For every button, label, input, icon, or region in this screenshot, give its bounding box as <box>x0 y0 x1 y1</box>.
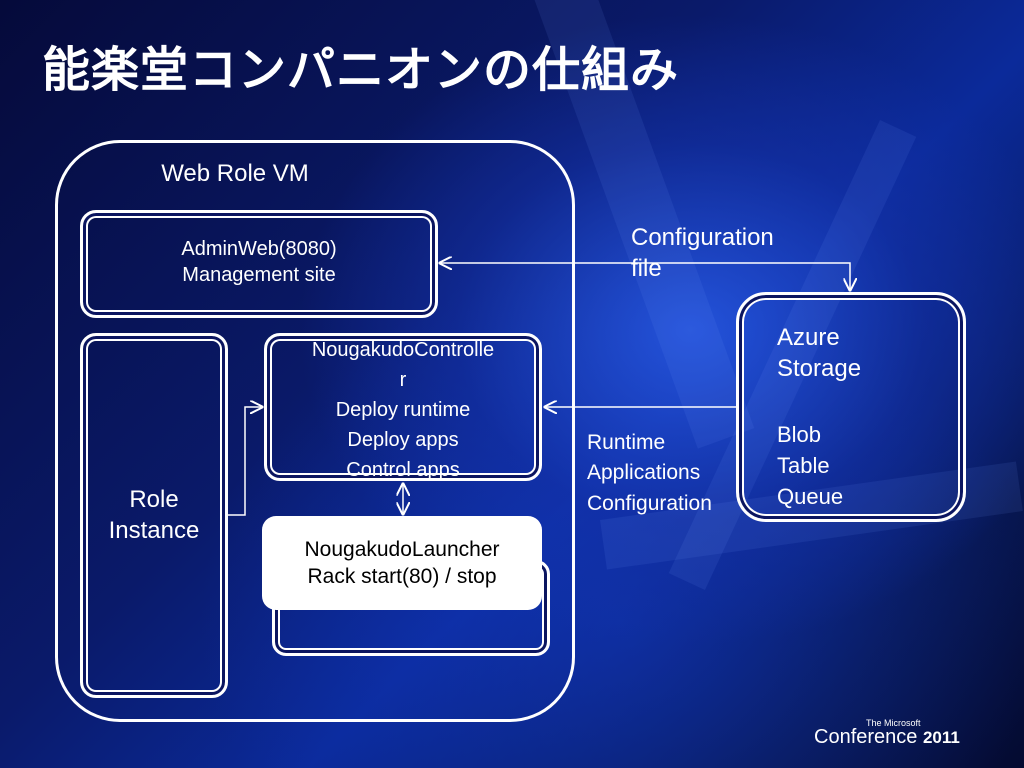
storage-item: Queue <box>777 483 844 509</box>
runtime-label: Runtime Applications Configuration <box>587 428 712 519</box>
web-role-vm-container <box>55 140 575 722</box>
controller-line: Deploy apps <box>347 429 459 451</box>
controller-line: Control apps <box>346 459 460 481</box>
config-arrow <box>440 263 850 290</box>
controller-line: r <box>399 369 407 391</box>
admin-web-box <box>80 210 438 318</box>
slide-title: 能楽堂コンパニオンの仕組み <box>42 42 680 98</box>
configuration-line: Configuration <box>631 224 774 251</box>
vm-label: Web Role VM <box>161 160 309 187</box>
role-to-controller-arrow <box>228 407 262 516</box>
runtime-line: Configuration <box>587 491 712 515</box>
launcher-line: Rack start(80) / stop <box>307 565 497 589</box>
launcher-box <box>262 516 542 610</box>
azure-storage-line: Azure <box>777 324 840 351</box>
admin-web-line: Management site <box>182 264 336 286</box>
role-instance-line: Role <box>129 486 179 513</box>
runtime-line: Runtime <box>587 431 666 454</box>
runtime-line: Applications <box>587 461 701 485</box>
role-instance-line: Instance <box>108 517 200 545</box>
admin-web-text: AdminWeb(8080) Management site <box>80 236 438 288</box>
admin-web-line: AdminWeb(8080) <box>181 238 337 260</box>
brand-name: Conference <box>814 726 918 748</box>
launcher-text: NougakudoLauncher Rack start(80) / stop <box>262 536 542 591</box>
controller-line: NougakudoControlle <box>311 339 495 361</box>
azure-storage-items: Blob Table Queue <box>777 420 843 512</box>
controller-text: NougakudoControlle r Deploy runtime Depl… <box>264 335 542 485</box>
role-instance-box <box>80 333 228 698</box>
controller-line: Deploy runtime <box>335 399 471 421</box>
azure-storage-box <box>736 292 966 522</box>
azure-storage-line: Storage <box>777 355 862 383</box>
storage-item: Blob <box>777 422 822 447</box>
brand-year: 2011 <box>922 728 960 747</box>
launcher-line: NougakudoLauncher <box>304 538 500 561</box>
conference-logo: Conference 2011 <box>814 726 960 749</box>
brand-small-text: The Microsoft <box>866 718 921 728</box>
controller-box <box>264 333 542 481</box>
role-instance-text: Role Instance <box>80 484 228 546</box>
azure-storage-title: Azure Storage <box>777 322 861 384</box>
storage-item: Table <box>777 452 830 478</box>
